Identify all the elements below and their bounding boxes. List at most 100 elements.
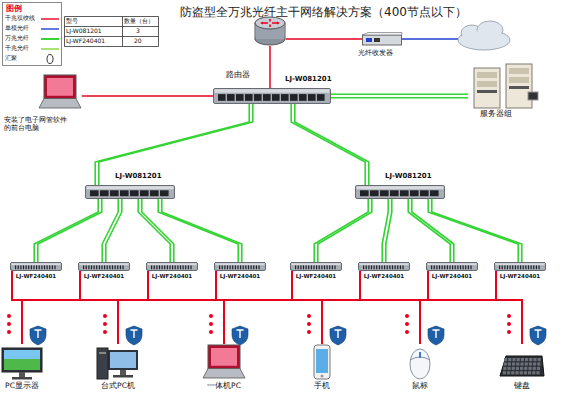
link-stroke <box>80 271 420 344</box>
drawing-part <box>177 265 178 269</box>
drawing-part <box>52 265 53 269</box>
more-dot <box>307 322 311 326</box>
network-link <box>360 271 522 344</box>
node-label: LJ-WF240401 <box>358 273 410 279</box>
link-stroke <box>148 271 322 344</box>
network-link <box>420 271 428 344</box>
drawing-part <box>18 265 19 269</box>
network-node: LJ-WF240401 <box>358 262 410 271</box>
drawing-part <box>316 265 317 269</box>
legend-ellipse <box>47 55 53 64</box>
drawing-part <box>115 265 116 269</box>
fiber-wire <box>402 38 458 40</box>
drawing-part <box>190 265 191 269</box>
drawing-part <box>397 265 398 269</box>
node-label: 光纤收发器 <box>358 49 408 57</box>
drawing-part <box>96 265 97 269</box>
table-cell: 型号 <box>66 18 78 25</box>
drawing-part <box>428 263 477 265</box>
drawing-part <box>319 265 320 269</box>
network-link <box>224 271 428 344</box>
drawing-part <box>427 263 478 271</box>
icon <box>214 262 266 271</box>
drawing-part <box>120 265 121 269</box>
node-label: LJ-W081201 <box>285 75 335 83</box>
network-link <box>428 199 522 262</box>
link-stroke <box>118 271 216 344</box>
link-stroke <box>148 271 420 344</box>
drawing-part <box>525 358 528 361</box>
drawing-part <box>41 265 42 269</box>
node-label: LJ-WF240401 <box>290 273 342 279</box>
icon <box>426 262 478 271</box>
network-link <box>12 271 118 344</box>
drawing-part <box>395 265 396 269</box>
drawing-part <box>12 263 61 265</box>
network-node: LJ-W081201 <box>85 185 175 199</box>
network-node: LJ-WF240401 <box>78 262 130 271</box>
drawing-part <box>356 186 445 199</box>
drawing-part <box>509 77 529 83</box>
network-link <box>158 199 242 262</box>
link-stroke <box>12 271 522 344</box>
network-link <box>118 271 216 344</box>
drawing-part <box>384 265 385 269</box>
drawing-part <box>504 358 507 361</box>
network-link <box>216 271 420 344</box>
network-node: LJ-WF240401 <box>214 262 266 271</box>
drawing-part <box>390 190 399 196</box>
link-stroke <box>118 271 496 344</box>
drawing-part <box>99 352 106 354</box>
drawing-part <box>434 265 435 269</box>
drawing-part <box>299 94 307 101</box>
link-stroke <box>95 104 249 185</box>
drawing-part <box>359 263 410 271</box>
drawing-part <box>507 265 508 269</box>
network-node: 一体机PC <box>202 344 246 380</box>
network-link <box>118 271 428 344</box>
drawing-part <box>36 265 37 269</box>
drawing-part <box>292 263 341 265</box>
drawing-part <box>97 348 108 379</box>
drawing-part <box>156 265 157 269</box>
drawing-part <box>465 265 466 269</box>
drawing-part <box>308 94 316 101</box>
drawing-part <box>392 265 393 269</box>
network-link <box>216 271 224 344</box>
drawing-part <box>515 371 518 374</box>
network-node: PC显示器 <box>0 344 44 380</box>
link-stroke <box>318 199 372 262</box>
drawing-part <box>232 265 233 269</box>
drawing-part <box>180 265 181 269</box>
icon <box>202 344 246 380</box>
drawing-part <box>28 265 29 269</box>
drawing-part <box>420 190 429 196</box>
icon <box>398 344 442 380</box>
drawing-part <box>49 265 50 269</box>
shield-icon <box>30 326 46 345</box>
network-link <box>80 271 322 344</box>
table-cell: LJ-WF240401 <box>66 38 105 45</box>
drawing-part <box>520 362 523 365</box>
link-stroke <box>80 271 522 344</box>
link-stroke <box>322 271 496 344</box>
drawing-part <box>517 358 520 361</box>
drawing-part <box>528 371 531 374</box>
drawing-part <box>88 265 89 269</box>
network-link <box>118 271 292 344</box>
drawing-part <box>419 352 421 358</box>
network-node: LJ-WF240401 <box>146 262 198 271</box>
drawing-part <box>376 265 377 269</box>
node-label: LJ-WF240401 <box>78 273 130 279</box>
link-stroke <box>224 271 360 344</box>
drawing-part <box>2 348 42 372</box>
drawing-part <box>368 265 369 269</box>
drawing-part <box>169 265 170 269</box>
shield-mark <box>237 330 244 338</box>
drawing-part <box>327 265 328 269</box>
drawing-part <box>86 186 175 199</box>
icon <box>254 14 286 46</box>
link-stroke <box>118 271 360 344</box>
drawing-part <box>510 265 511 269</box>
